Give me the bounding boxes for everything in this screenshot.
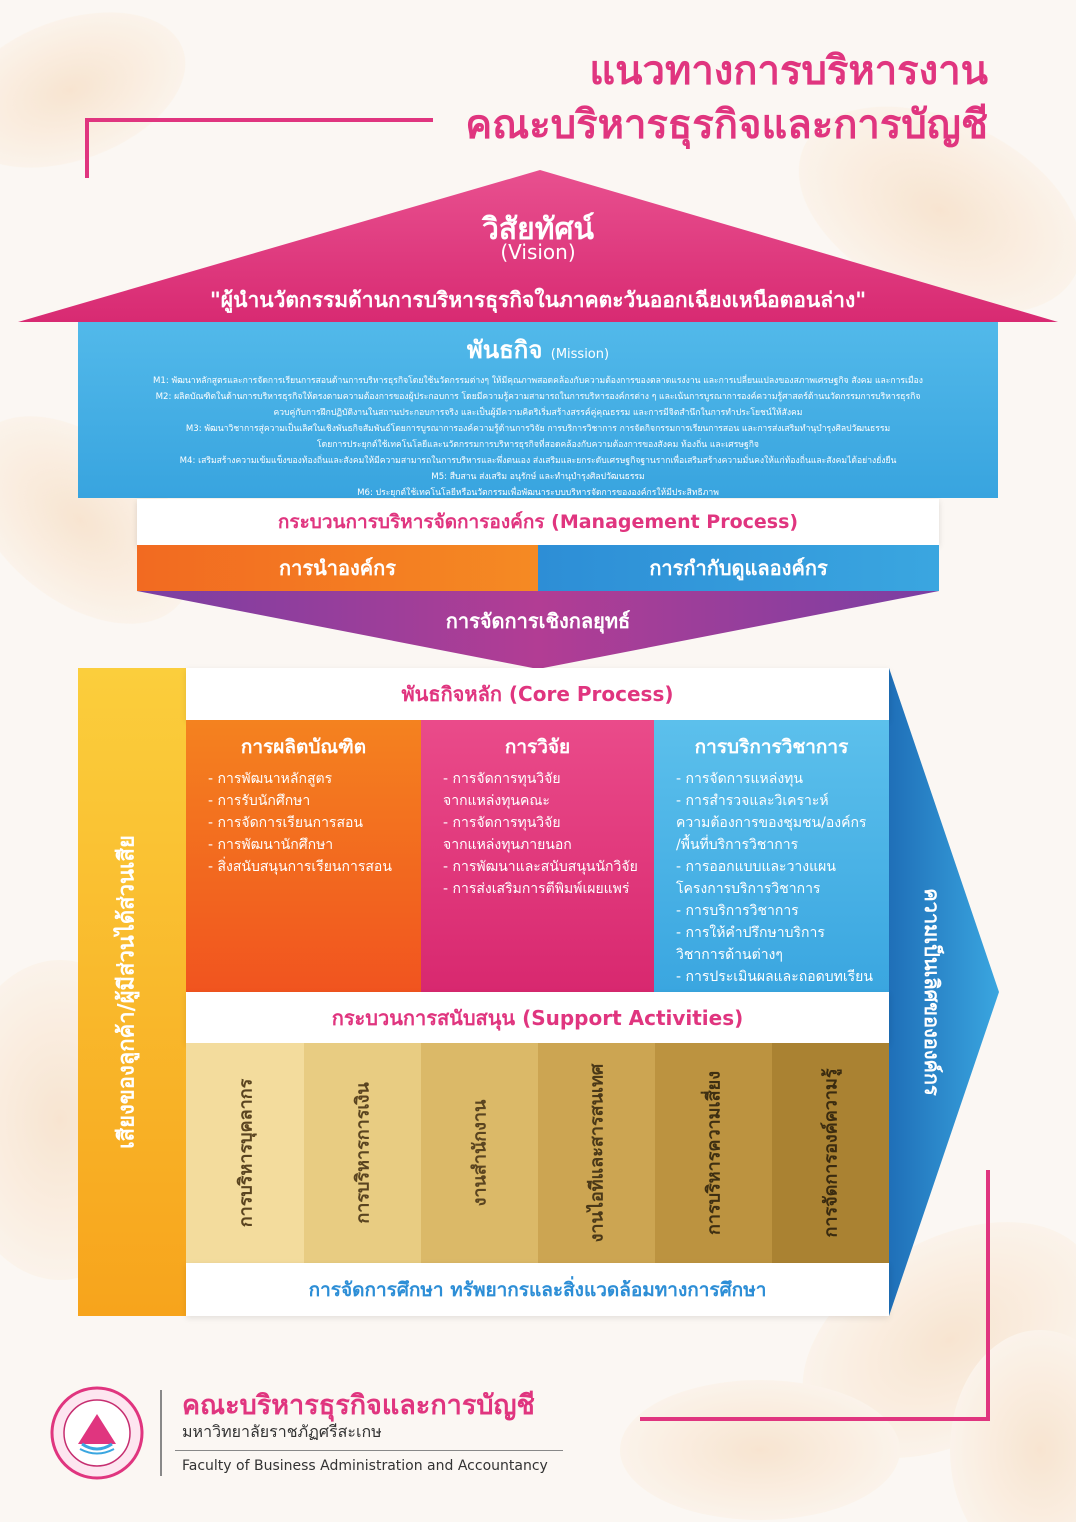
list-item: - การพัฒนาหลักสูตร — [208, 771, 333, 787]
list-item: จากแหล่งทุนคณะ — [443, 793, 550, 809]
list-item: ความต้องการของชุมชน/องค์กร — [676, 815, 867, 831]
support-col-risk — [655, 1043, 772, 1263]
support-label-finance: การบริหารการเงิน — [352, 1082, 374, 1224]
top-left-corner-line-v — [85, 118, 89, 178]
footer-divider-vertical — [160, 1390, 162, 1476]
bottom-right-corner-line-h — [640, 1417, 990, 1421]
mission-line-m2-cont: ควบคู่กับการฝึกปฏิบัติงานในสถานประกอบการ… — [273, 408, 803, 418]
mission-subtitle: (Mission) — [550, 347, 610, 362]
list-item: - การจัดการแหล่งทุน — [676, 771, 803, 787]
list-item: จากแหล่งทุนภายนอก — [443, 837, 572, 853]
list-item: - การจัดการทุนวิจัย — [443, 815, 561, 831]
mission-line-m5: M5: สืบสาน ส่งเสริม อนุรักษ์ และทำนุบำรุ… — [431, 472, 645, 482]
support-label-office: งานสำนักงาน — [469, 1099, 491, 1207]
list-item: - การพัฒนานักศึกษา — [208, 837, 334, 853]
support-col-it — [538, 1043, 655, 1263]
vision-statement: "ผู้นำนวัตกรรมด้านการบริหารธุรกิจในภาคตะ… — [209, 288, 867, 312]
support-col-knowledge — [772, 1043, 889, 1263]
core-column-research: การวิจัย - การจัดการทุนวิจัย จากแหล่งทุน… — [421, 720, 654, 992]
footer-divider-horizontal — [175, 1450, 563, 1451]
list-item: - การออกแบบและวางแผน — [676, 859, 836, 875]
list-item: วิชาการด้านต่างๆ — [676, 947, 783, 963]
mission-line-m2: M2: ผลิตบัณฑิตในด้านการบริหารธุรกิจให้ตร… — [155, 392, 921, 402]
mission-box: พันธกิจ (Mission) M1: พัฒนาหลักสูตรและกา… — [78, 322, 998, 498]
support-label-hr: การบริหารบุคลากร — [235, 1078, 257, 1228]
list-item: - การพัฒนาและสนับสนุนนักวิจัย — [443, 859, 638, 875]
excellence-label: ความเป็นเลิศขององค์กร — [920, 888, 944, 1096]
support-activities-bar: กระบวนการสนับสนุน (Support Activities) — [186, 992, 889, 1043]
list-item: - การส่งเสริมการตีพิมพ์เผยแพร่ — [443, 881, 630, 897]
mission-line-m3: M3: พัฒนาวิชาการสู่ความเป็นเลิศในเชิงพัน… — [185, 424, 891, 434]
education-foundation-bar: การจัดการศึกษา ทรัพยากรและสิ่งแวดล้อมทาง… — [186, 1263, 889, 1316]
top-left-corner-line-h — [85, 118, 433, 122]
core-column-title: การวิจัย — [504, 736, 571, 758]
support-label-risk: การบริหารความเสี่ยง — [703, 1070, 725, 1236]
support-col-office — [421, 1043, 538, 1263]
vision-subtitle: (Vision) — [500, 240, 576, 264]
core-column-title: การผลิตบัณฑิต — [240, 736, 367, 758]
core-column-title: การบริการวิชาการ — [694, 736, 849, 758]
mission-line-m4: M4: เสริมสร้างความเข้มแข็งของท้องถิ่นและ… — [179, 456, 897, 466]
university-seal-logo — [50, 1386, 144, 1480]
mission-line-m1: M1: พัฒนาหลักสูตรและการจัดการเรียนการสอน… — [153, 376, 923, 386]
leadership-bar: การนำองค์กร — [137, 545, 538, 591]
core-column-graduate: การผลิตบัณฑิต - การพัฒนาหลักสูตร - การรั… — [186, 720, 421, 992]
governance-bar: การกำกับดูแลองค์กร — [538, 545, 939, 591]
list-item: - การให้คำปรึกษาบริการ — [676, 925, 825, 941]
mission-heading: พันธกิจ (Mission) — [78, 330, 998, 369]
stakeholder-voice-label: เสียงของลูกค้า/ผู้มีส่วนได้ส่วนเสีย — [114, 835, 140, 1149]
strategy-chevron — [137, 591, 939, 669]
core-column-academic-service: การบริการวิชาการ - การจัดการแหล่งทุน - ก… — [654, 720, 889, 992]
excellence-arrow — [889, 668, 999, 1316]
list-item: - การสำรวจและวิเคราะห์ — [676, 793, 829, 809]
support-col-finance — [304, 1043, 421, 1263]
list-item: - การจัดการทุนวิจัย — [443, 771, 561, 787]
footer-faculty-name: คณะบริหารธุรกิจและการบัญชี — [182, 1390, 535, 1421]
list-item: - การรับนักศึกษา — [208, 793, 311, 809]
list-item: - การจัดการเรียนการสอน — [208, 815, 363, 831]
page-title-line1: แนวทางการบริหารงาน — [589, 48, 988, 94]
strategy-label: การจัดการเชิงกลยุทธ์ — [445, 609, 631, 633]
list-item: - สิ่งสนับสนุนการเรียนการสอน — [208, 859, 392, 875]
list-item: - การประเมินผลและถอดบทเรียน — [676, 969, 873, 985]
core-process-bar: พันธกิจหลัก (Core Process) — [186, 668, 889, 720]
list-item: - การบริการวิชาการ — [676, 903, 799, 919]
mission-line-m3-cont: โดยการประยุกต์ใช้เทคโนโลยีและนวัตกรรมการ… — [317, 440, 759, 450]
support-label-it: งานไอทีและสารสนเทศ — [586, 1063, 608, 1243]
support-label-knowledge: การจัดการองค์ความรู้ — [820, 1068, 842, 1238]
list-item: /พื้นที่บริการวิชาการ — [676, 837, 799, 853]
vision-roof — [18, 170, 1058, 322]
support-col-hr — [186, 1043, 304, 1263]
mission-line-m6: M6: ประยุกต์ใช้เทคโนโลยีหรือนวัตกรรมเพื่… — [357, 488, 719, 498]
mission-title: พันธกิจ — [466, 336, 543, 364]
page-title-line2: คณะบริหารธุรกิจและการบัญชี — [465, 102, 988, 148]
vision-title: วิสัยทัศน์ — [481, 212, 595, 247]
stakeholder-voice-column — [78, 668, 186, 1316]
bottom-right-corner-line-v — [986, 1170, 990, 1420]
management-process-bar: กระบวนการบริหารจัดการองค์กร (Management … — [137, 499, 939, 545]
footer-faculty-english: Faculty of Business Administration and A… — [182, 1458, 548, 1474]
footer-university-name: มหาวิทยาลัยราชภัฏศรีสะเกษ — [182, 1422, 382, 1441]
list-item: โครงการบริการวิชาการ — [676, 881, 821, 897]
